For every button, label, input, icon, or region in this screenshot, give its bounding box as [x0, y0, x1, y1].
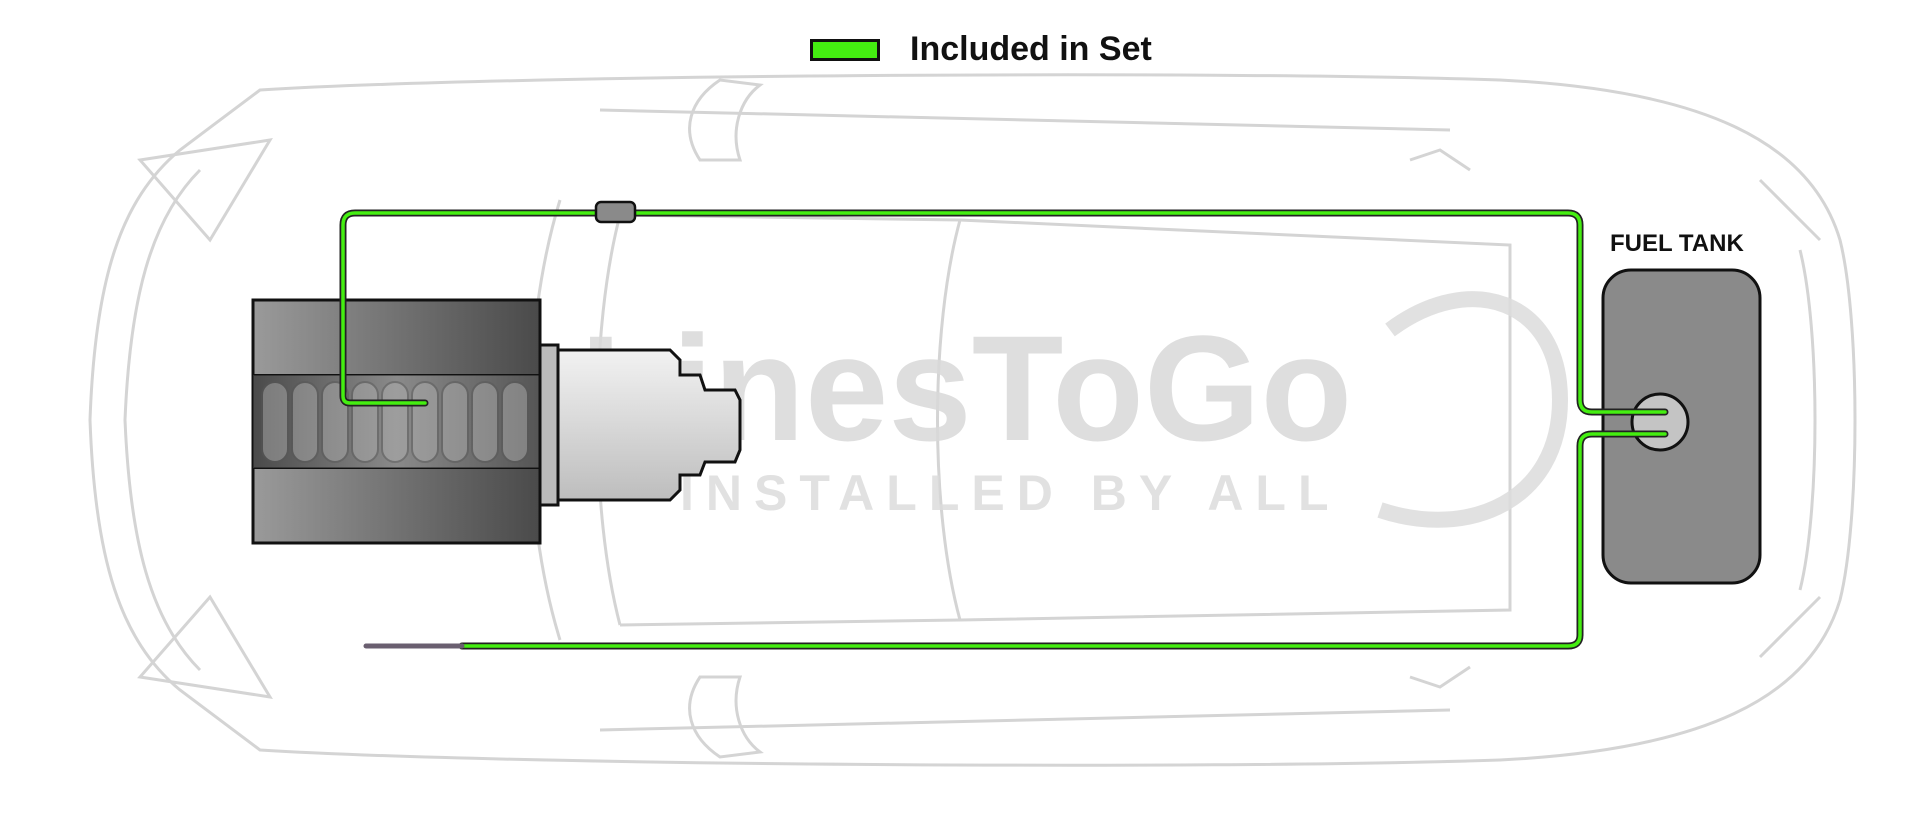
fuel-lines	[339, 209, 1669, 650]
fuel-tank	[1601, 268, 1762, 585]
car-outline	[88, 73, 1857, 767]
fuel-line-return	[460, 432, 1667, 648]
legend: Included in Set	[810, 30, 1152, 69]
legend-label: Included in Set	[910, 30, 1152, 68]
fuel-tank-sender	[1630, 392, 1690, 452]
watermark-swoosh	[1377, 291, 1569, 528]
engine	[251, 298, 542, 545]
fuel-filter	[594, 200, 637, 224]
fuel-tank-label: FUEL TANK	[1610, 230, 1744, 257]
watermark-tagline: INSTALLED BY ALL	[680, 465, 1341, 521]
watermark: LinesToGo INSTALLED BY ALL	[580, 291, 1569, 528]
transmission	[538, 343, 742, 507]
fuel-line-supply	[341, 211, 1667, 414]
legend-swatch	[810, 38, 880, 61]
